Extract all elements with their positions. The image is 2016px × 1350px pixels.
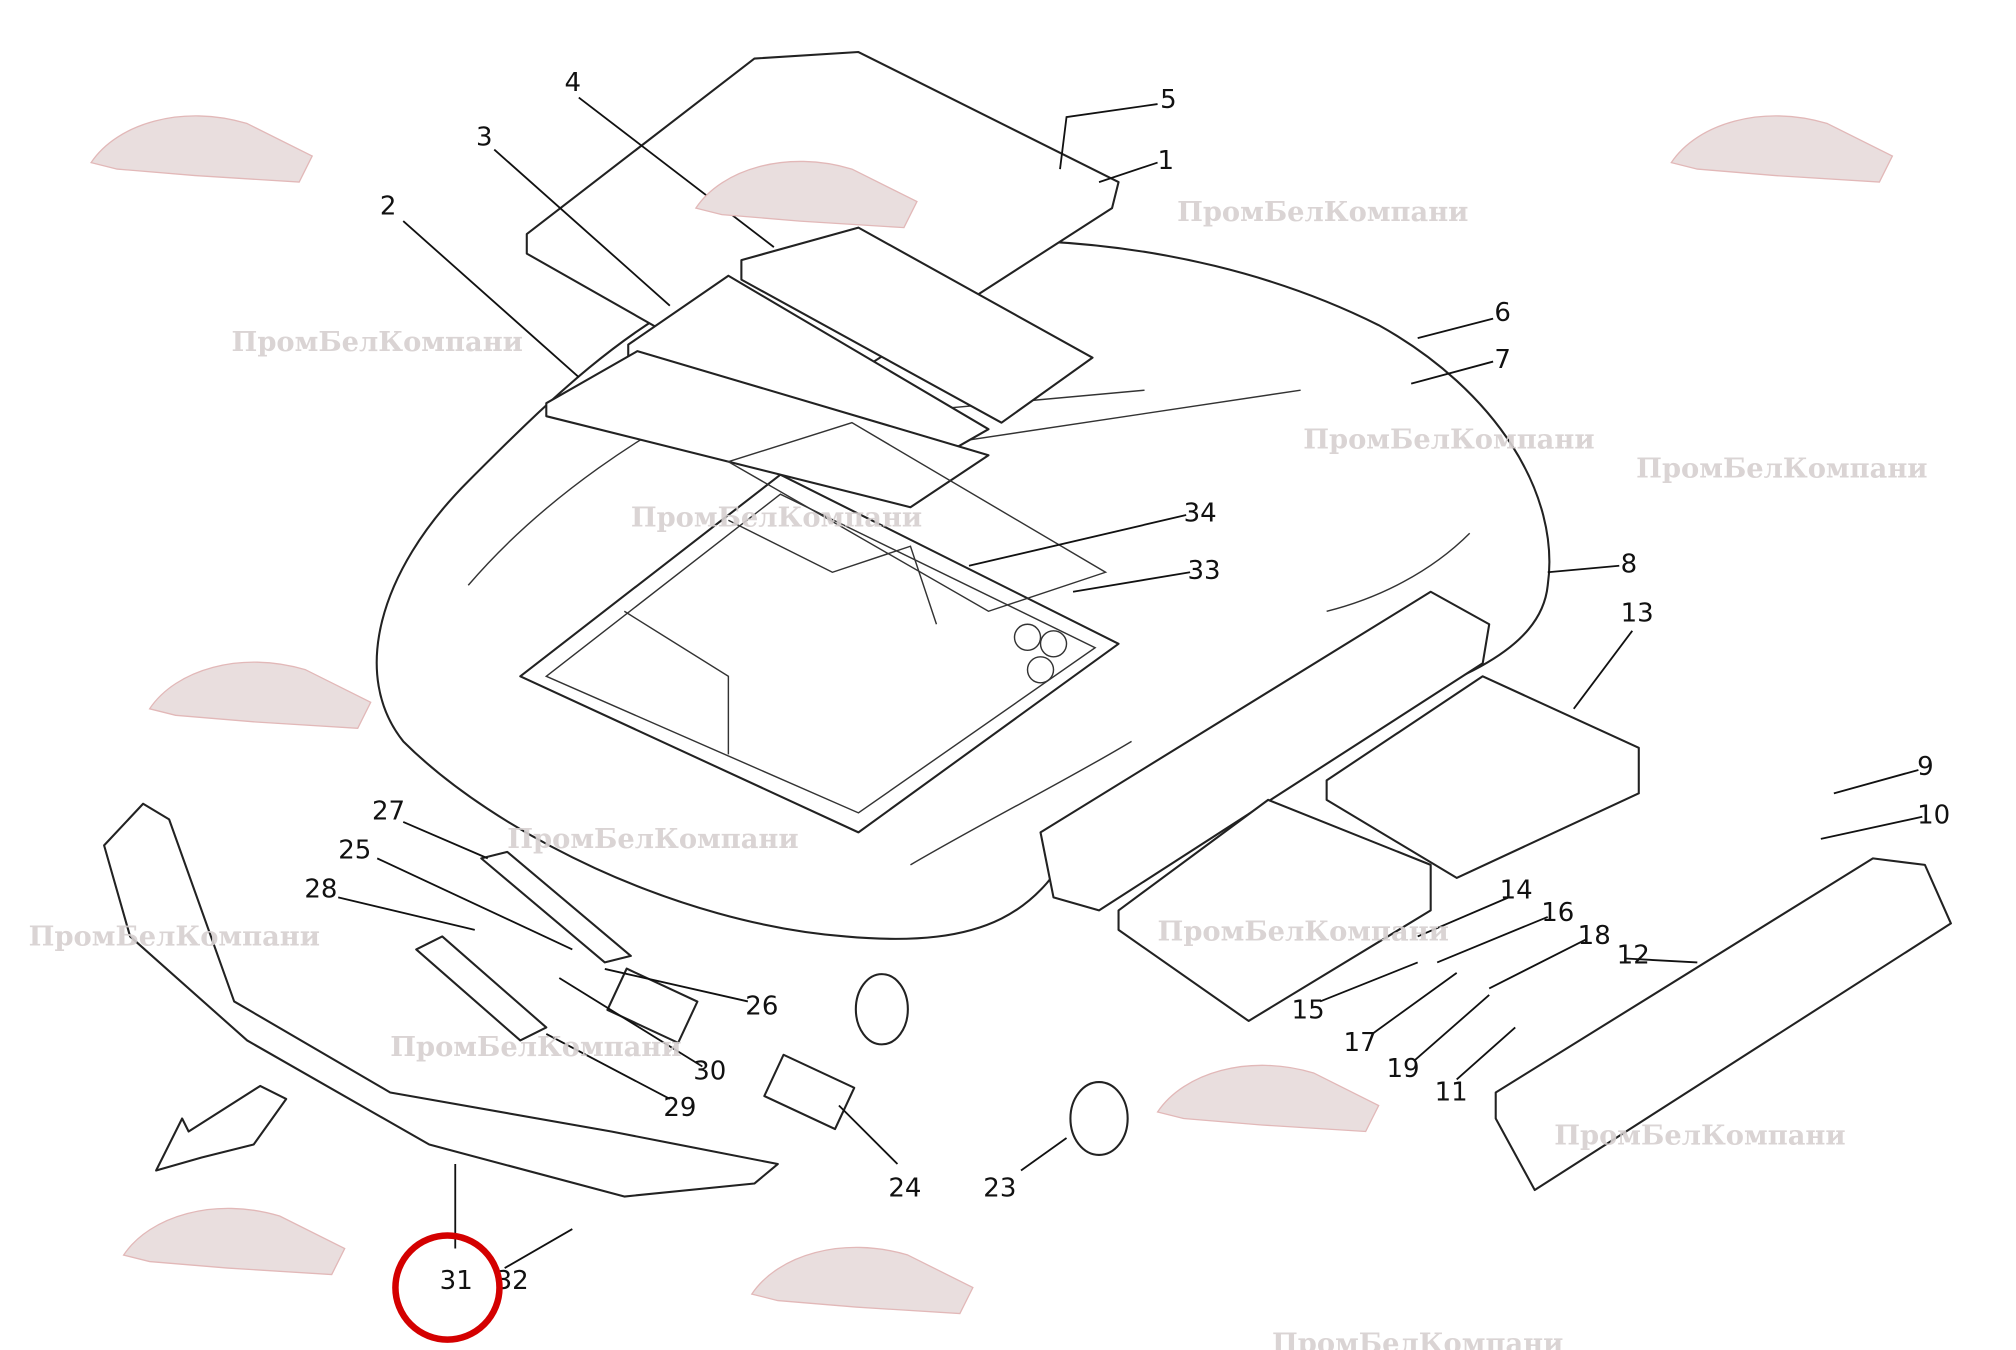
svg-text:ПромБелКомпани: ПромБелКомпани <box>390 1031 681 1063</box>
grille-part <box>1039 590 1491 912</box>
label-8: 8 <box>1621 549 1638 579</box>
logo-watermark-icon <box>148 661 372 729</box>
label-2: 2 <box>380 192 397 222</box>
tray-opening <box>519 473 1120 834</box>
direction-arrow <box>155 1084 288 1172</box>
label-3: 3 <box>476 123 493 153</box>
highlight-circle <box>392 1232 503 1343</box>
label-14: 14 <box>1500 876 1533 906</box>
block-part-26 <box>606 967 699 1044</box>
filter-part-14 <box>1117 798 1432 1022</box>
svg-text:ПромБелКомпани: ПромБелКомпани <box>29 921 320 953</box>
svg-text:ПромБелКомпани: ПромБелКомпани <box>1177 196 1468 228</box>
logo-watermark-icon <box>122 1207 346 1276</box>
label-26: 26 <box>745 991 778 1021</box>
svg-text:ПромБелКомпани: ПромБелКомпани <box>1272 1328 1563 1350</box>
label-33: 33 <box>1187 556 1220 586</box>
label-7: 7 <box>1494 345 1511 375</box>
ring-part <box>854 973 909 1046</box>
label-19: 19 <box>1386 1054 1419 1084</box>
label-27: 27 <box>372 796 405 826</box>
label-1: 1 <box>1158 146 1175 176</box>
seal-part-33 <box>726 421 1108 613</box>
front-cover-part-31 <box>103 802 779 1198</box>
label-30: 30 <box>693 1056 726 1086</box>
label-16: 16 <box>1541 898 1574 928</box>
logo-watermark-icon <box>90 115 314 183</box>
ring-part-23 <box>1069 1081 1129 1156</box>
label-24: 24 <box>888 1174 921 1204</box>
label-12: 12 <box>1617 941 1650 971</box>
svg-text:ПромБелКомпани: ПромБелКомпани <box>1158 915 1449 947</box>
panel-part-4 <box>740 226 1094 424</box>
label-28: 28 <box>304 874 337 904</box>
label-29: 29 <box>663 1093 696 1123</box>
filter-part-13 <box>1325 675 1640 879</box>
label-18: 18 <box>1578 921 1611 951</box>
side-cover-part-12 <box>1494 857 1952 1192</box>
label-25: 25 <box>338 835 371 865</box>
logo-watermark-icon <box>1156 1064 1380 1133</box>
label-31: 31 <box>440 1266 473 1296</box>
grille-part-27 <box>480 850 632 964</box>
label-6: 6 <box>1494 298 1511 328</box>
label-13: 13 <box>1621 599 1654 629</box>
label-11: 11 <box>1435 1077 1468 1107</box>
logo-watermark-icon <box>750 1246 974 1315</box>
label-15: 15 <box>1292 995 1325 1025</box>
label-17: 17 <box>1344 1028 1377 1058</box>
watermarks: ПромБелКомпани ПромБелКомпани ПромБелКом… <box>29 115 1928 1350</box>
logo-watermark-icon <box>694 160 918 229</box>
svg-text:ПромБелКомпани: ПромБелКомпани <box>232 326 523 358</box>
label-9: 9 <box>1917 752 1934 782</box>
svg-text:ПромБелКомпани: ПромБелКомпани <box>1303 424 1594 456</box>
label-4: 4 <box>565 68 582 98</box>
svg-text:ПромБелКомпани: ПромБелКомпани <box>1554 1120 1845 1152</box>
plate-part-29 <box>415 935 548 1042</box>
panel-part-2 <box>545 350 990 509</box>
label-5: 5 <box>1160 85 1177 115</box>
label-34: 34 <box>1184 499 1217 529</box>
label-23: 23 <box>983 1174 1016 1204</box>
block-part-24 <box>763 1053 856 1131</box>
part-labels: 1 2 3 4 5 6 7 8 9 10 11 12 13 14 15 16 1… <box>304 68 1950 1296</box>
svg-text:ПромБелКомпани: ПромБелКомпани <box>507 823 798 855</box>
svg-text:ПромБелКомпани: ПромБелКомпани <box>1636 452 1927 484</box>
logo-watermark-icon <box>1670 115 1894 183</box>
label-10: 10 <box>1917 800 1950 830</box>
svg-text:ПромБелКомпани: ПромБелКомпани <box>631 502 922 534</box>
top-cover-part-1 <box>525 50 1120 398</box>
